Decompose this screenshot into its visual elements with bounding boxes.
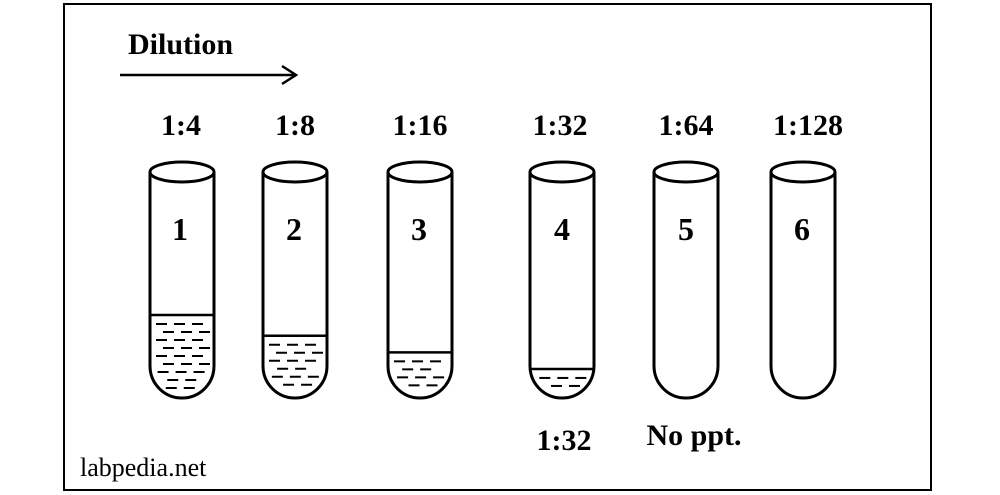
test-tube-6 [769,160,837,400]
test-tube-1 [148,160,216,400]
dilution-label-tube-3: 1:16 [393,109,448,142]
test-tube-3 [386,160,454,400]
precipitate-3 [388,351,452,387]
dilution-label-tube-4: 1:32 [533,109,588,142]
test-tubes [148,160,837,400]
no-precipitate-label: No ppt. [646,419,741,452]
test-tube-5 [652,160,720,400]
tube-number-4: 4 [554,211,570,247]
test-tube-2 [261,160,329,400]
dilution-arrow-icon [120,64,299,86]
watermark: labpedia.net [80,453,207,482]
tube-number-1: 1 [172,211,188,247]
dilution-label-tube-2: 1:8 [275,109,315,142]
titer-label: 1:32 [537,424,592,457]
dilution-label-tube-6: 1:128 [773,109,843,142]
dilution-direction-label: Dilution [128,28,233,61]
precipitate-2 [263,334,327,386]
tube-number-6: 6 [794,211,810,247]
tube-number-3: 3 [411,211,427,247]
dilution-label-tube-1: 1:4 [161,109,201,142]
tube-number-5: 5 [678,211,694,247]
tube-number-2: 2 [286,211,302,247]
dilution-label-tube-5: 1:64 [659,109,714,142]
test-tube-4 [528,160,596,400]
precipitate-1 [150,313,214,389]
precipitate-4 [530,367,594,387]
diagram-frame [63,3,932,491]
